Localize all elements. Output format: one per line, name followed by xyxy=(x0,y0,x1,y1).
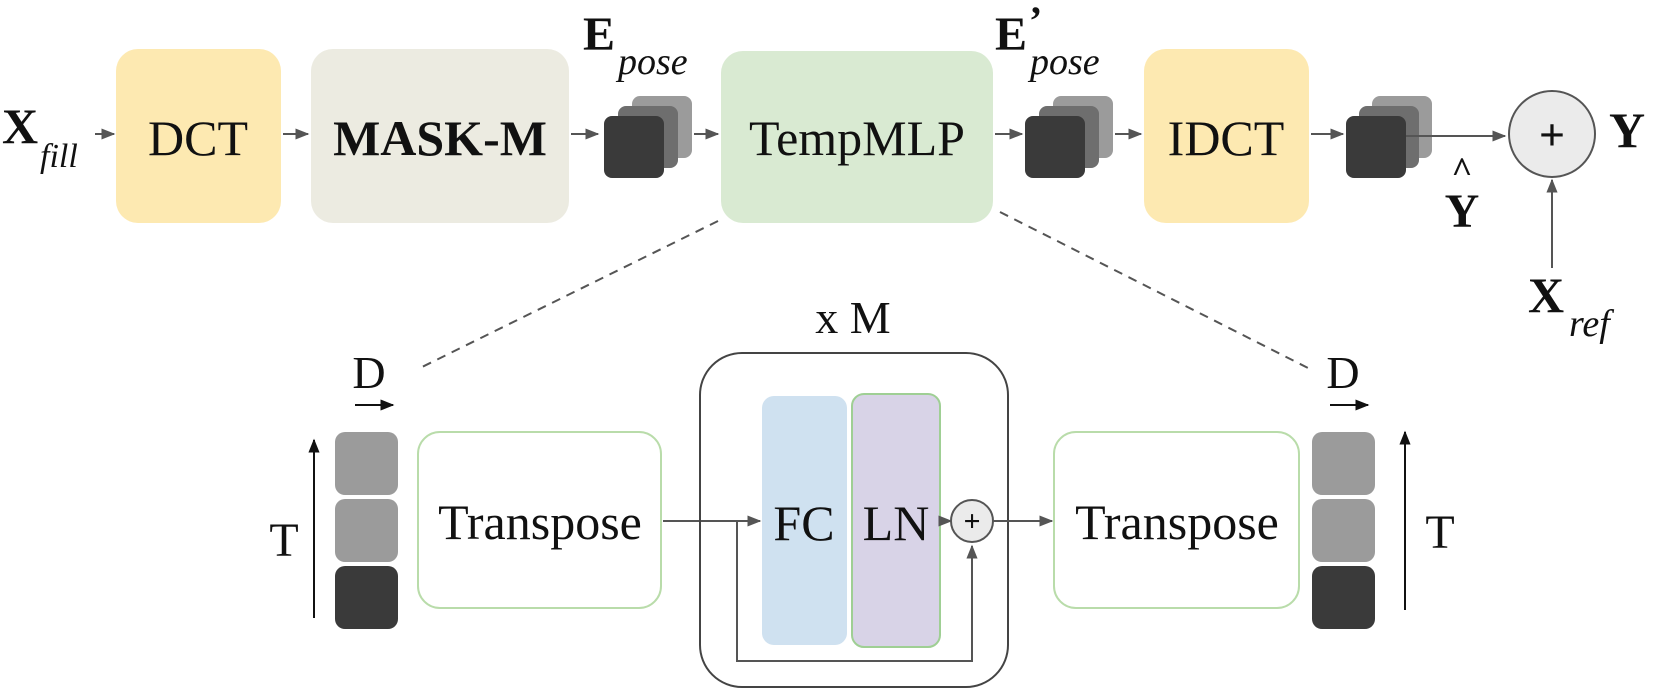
repeat-label: x M xyxy=(815,292,890,343)
right-token-column xyxy=(1312,432,1375,629)
e-pose-label: E pose xyxy=(583,8,688,83)
svg-text:’: ’ xyxy=(1029,0,1042,43)
idct-block: IDCT xyxy=(1144,49,1309,223)
x-ref-label: X ref xyxy=(1528,267,1614,345)
output-y-label: Y xyxy=(1609,102,1645,158)
svg-text:E: E xyxy=(583,8,615,61)
left-d-label: D xyxy=(352,347,385,398)
y-hat-label: ^ Y xyxy=(1445,150,1480,238)
svg-text:X: X xyxy=(1528,267,1564,323)
mask-m-block: MASK-M xyxy=(311,49,569,223)
idct-label: IDCT xyxy=(1168,110,1285,166)
dct-label: DCT xyxy=(148,110,248,166)
svg-text:fill: fill xyxy=(40,138,78,175)
input-x-fill-label: X fill xyxy=(2,98,78,175)
svg-text:pose: pose xyxy=(1027,41,1100,83)
plus-icon: + xyxy=(1539,109,1565,160)
svg-text:ref: ref xyxy=(1569,303,1614,345)
transpose-right-label: Transpose xyxy=(1075,494,1279,550)
right-t-axis: T xyxy=(1399,430,1455,610)
mask-m-label: MASK-M xyxy=(333,110,547,166)
y-hat-token-stack xyxy=(1346,96,1432,178)
residual-plus-node: + xyxy=(1508,90,1596,178)
ln-block: LN xyxy=(851,393,941,648)
fc-block: FC xyxy=(762,396,847,645)
inner-plus-node: + xyxy=(950,499,994,543)
fc-label: FC xyxy=(773,495,834,551)
left-t-axis: T xyxy=(269,438,320,618)
svg-text:^: ^ xyxy=(1452,150,1473,190)
skip-connection xyxy=(736,521,978,662)
left-token-column xyxy=(335,432,398,629)
expansion-line-left xyxy=(419,220,719,369)
svg-text:E: E xyxy=(995,8,1027,61)
transpose-left-label: Transpose xyxy=(438,494,642,550)
e-pose-prime-token-stack xyxy=(1025,96,1113,178)
right-t-label: T xyxy=(1425,506,1454,559)
e-pose-prime-label: E ’ pose xyxy=(995,0,1100,83)
transpose-left-block: Transpose xyxy=(417,431,662,609)
svg-text:pose: pose xyxy=(615,41,688,83)
e-pose-token-stack xyxy=(604,96,692,178)
svg-text:X: X xyxy=(2,98,38,154)
left-d-axis: D xyxy=(352,347,395,411)
dct-block: DCT xyxy=(116,49,281,223)
expansion-line-right xyxy=(999,211,1309,369)
left-t-label: T xyxy=(269,514,298,567)
transpose-right-block: Transpose xyxy=(1053,431,1300,609)
right-d-label: D xyxy=(1326,347,1359,398)
tempmlp-label: TempMLP xyxy=(749,110,965,166)
svg-text:Y: Y xyxy=(1445,185,1480,238)
ln-label: LN xyxy=(863,495,930,551)
inner-plus-icon: + xyxy=(963,505,980,538)
right-d-axis: D xyxy=(1326,347,1370,411)
tempmlp-block: TempMLP xyxy=(721,51,993,223)
